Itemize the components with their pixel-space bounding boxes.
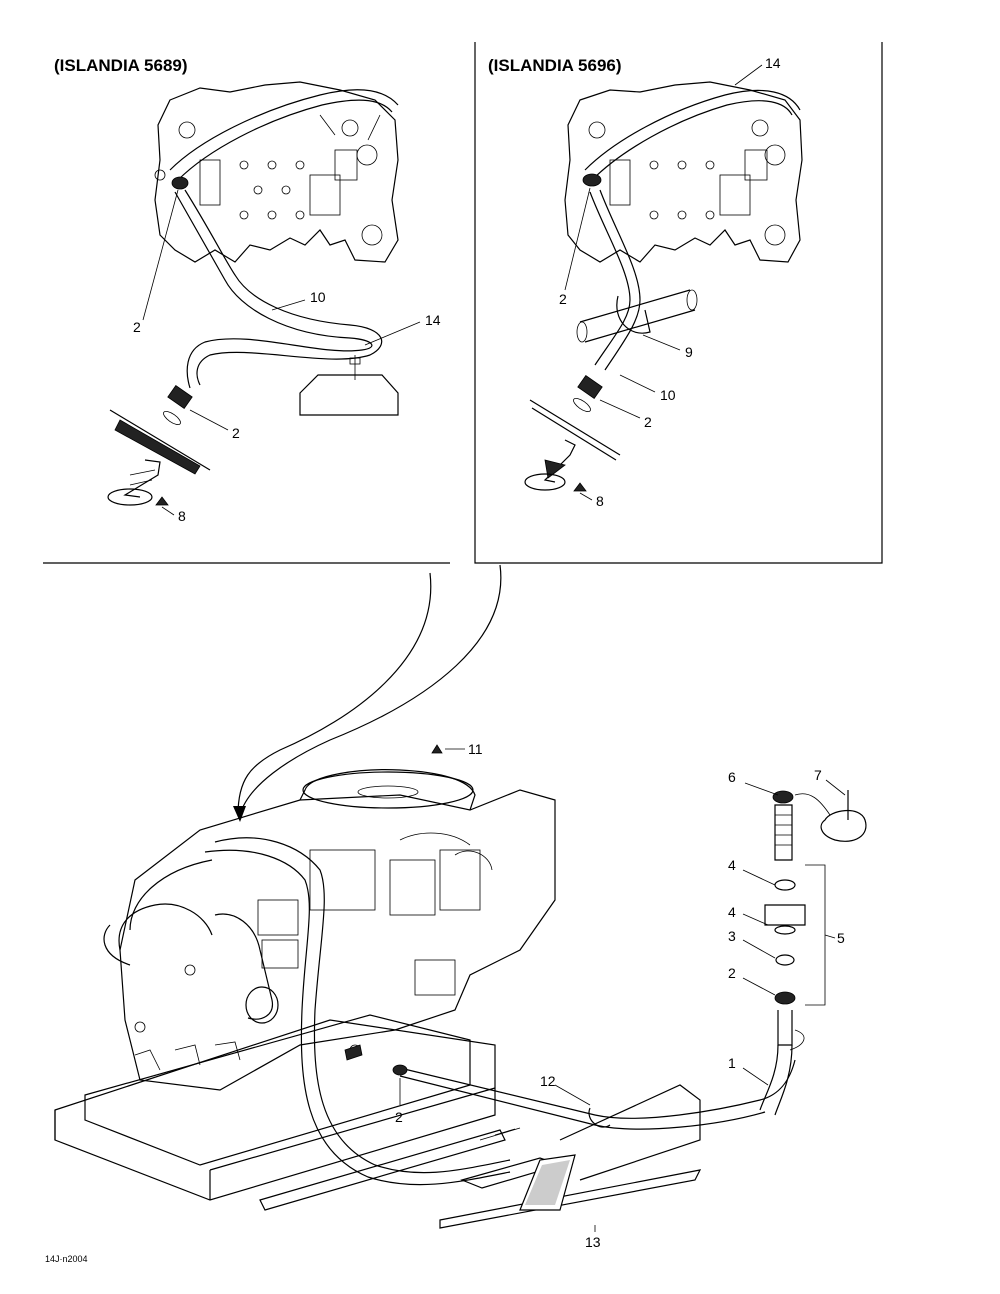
callout-4-main-lower: 4 (728, 904, 736, 920)
callout-7-main: 7 (814, 767, 822, 783)
callout-2-left-upper: 2 (133, 319, 141, 335)
callout-14-left: 14 (425, 312, 441, 328)
left-fitting-2 (154, 169, 189, 190)
right-panel-title: (ISLANDIA 5696) (488, 56, 622, 75)
panel-frame (43, 42, 883, 564)
filler-neck-assembly (759, 790, 867, 1116)
hull-floor (259, 1084, 702, 1229)
callout-8-right: 8 (596, 493, 604, 509)
callout-3-main: 3 (728, 928, 736, 944)
main-fuel-hose (129, 837, 511, 1186)
callout-4-main-upper: 4 (728, 857, 736, 873)
callout-2-left-lower: 2 (232, 425, 240, 441)
left-callouts: 2 10 14 2 8 (133, 189, 441, 524)
left-fuel-hose (169, 89, 399, 389)
right-clamp-9 (576, 289, 698, 343)
reference-arrows (233, 564, 502, 822)
callout-10-left: 10 (310, 289, 326, 305)
left-engine-block (154, 81, 399, 263)
callout-1-main: 1 (728, 1055, 736, 1071)
left-filler-assembly (107, 384, 211, 506)
right-callouts: 14 2 9 10 2 8 (559, 55, 781, 509)
right-fitting-2 (582, 173, 602, 187)
callout-11-main: 11 (468, 741, 483, 757)
left-panel-title: (ISLANDIA 5689) (54, 56, 188, 75)
callout-6-main: 6 (728, 769, 736, 785)
callout-10-right: 10 (660, 387, 676, 403)
left-bracket-14 (299, 355, 399, 416)
callout-2-main-bottom: 2 (395, 1109, 403, 1125)
main-callouts: 11 6 7 4 4 3 5 2 1 12 2 13 (395, 741, 846, 1250)
callout-5-main: 5 (837, 930, 845, 946)
callout-2-right-upper: 2 (559, 291, 567, 307)
callout-2-right-lower: 2 (644, 414, 652, 430)
callout-9-right: 9 (685, 344, 693, 360)
right-fuel-hose (584, 89, 801, 371)
callout-2-main-right: 2 (728, 965, 736, 981)
main-engine (54, 769, 556, 1201)
callout-12-main: 12 (540, 1073, 556, 1089)
callout-14-right: 14 (765, 55, 781, 71)
figure-code: 14J·n2004 (45, 1254, 88, 1264)
callout-8-left: 8 (178, 508, 186, 524)
right-filler-assembly (524, 374, 621, 492)
vent-line-12 (392, 1059, 796, 1130)
callout-13-main: 13 (585, 1234, 601, 1250)
